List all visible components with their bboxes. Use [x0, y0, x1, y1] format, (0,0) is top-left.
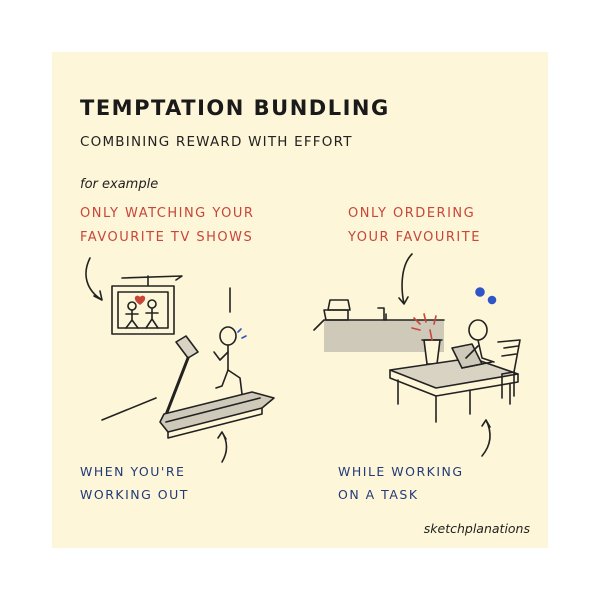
- arrow-to-table: [481, 419, 491, 457]
- treadmill-icon: [159, 335, 275, 439]
- brand-signature: sketchplanations: [423, 521, 530, 536]
- right-reward-text: ONLY ORDERING YOUR FAVOURITE: [348, 202, 481, 250]
- subtitle: COMBINING REWARD WITH EFFORT: [80, 134, 353, 150]
- attention-marks: [411, 313, 437, 331]
- right-reward-line-1: ONLY ORDERING: [348, 206, 476, 221]
- left-reward-line-1: ONLY WATCHING YOUR: [80, 206, 255, 221]
- left-reward-text: ONLY WATCHING YOUR FAVOURITE TV SHOWS: [80, 202, 254, 250]
- title: TEMPTATION BUNDLING: [80, 96, 390, 120]
- runner-figure: [213, 326, 247, 395]
- illustration: [85, 253, 521, 463]
- arrow-to-tv: [85, 257, 103, 301]
- gear-icon: [475, 287, 497, 305]
- floor-line: [101, 397, 157, 421]
- sketch-card: TEMPTATION BUNDLING COMBINING REWARD WIT…: [52, 52, 548, 548]
- right-effort-line-1: WHILE WORKING: [338, 464, 464, 479]
- left-reward-line-2: FAVOURITE TV SHOWS: [80, 230, 254, 245]
- left-effort-line-2: WORKING OUT: [80, 487, 189, 502]
- left-effort-line-1: WHEN YOU'RE: [80, 464, 186, 479]
- right-effort-line-2: ON A TASK: [338, 487, 419, 502]
- tv-icon: [111, 275, 183, 335]
- example-label: for example: [80, 177, 159, 192]
- left-effort-text: WHEN YOU'RE WORKING OUT: [80, 460, 189, 506]
- right-effort-text: WHILE WORKING ON A TASK: [338, 460, 464, 506]
- right-reward-line-2: YOUR FAVOURITE: [348, 230, 481, 245]
- arrow-to-counter: [398, 253, 413, 305]
- chair-icon: [497, 339, 521, 399]
- arrow-to-treadmill: [217, 431, 228, 463]
- worker-figure: [465, 319, 495, 363]
- table-icon: [389, 357, 519, 423]
